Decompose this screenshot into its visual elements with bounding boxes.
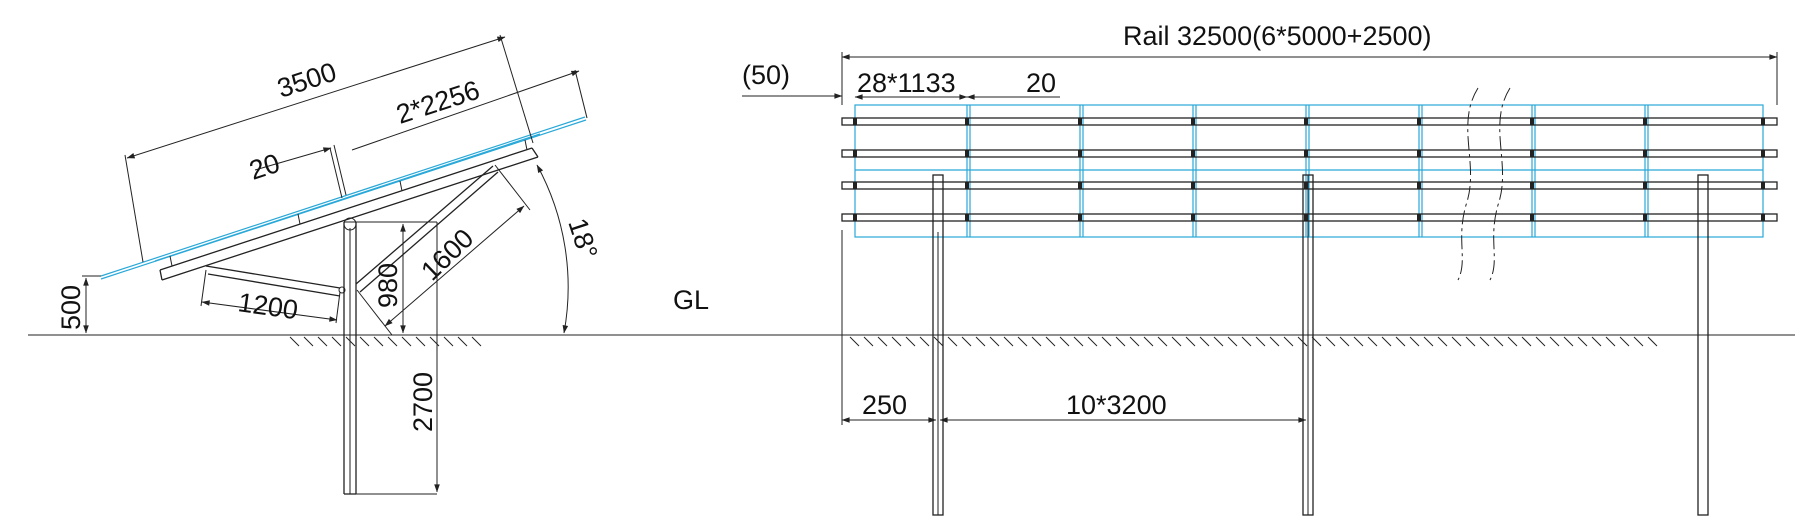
dim-3500	[124, 34, 534, 263]
front-view: Rail 32500(6*5000+2500) (50) 28*1133 20 …	[742, 21, 1778, 516]
dim-label-20-side: 20	[246, 148, 284, 186]
ground-line	[28, 334, 1795, 347]
rail-front-1	[841, 117, 1778, 126]
dim-label-2x2256: 2*2256	[393, 75, 484, 130]
dim-1600	[356, 164, 531, 336]
dim-label-rail-overhang: (50)	[742, 60, 790, 90]
dim-20-side	[254, 144, 347, 199]
break-lines	[1457, 87, 1511, 281]
dim-angle	[536, 164, 569, 334]
dim-label-2700: 2700	[408, 372, 438, 432]
dim-2x2256	[351, 69, 588, 151]
dim-label-1200: 1200	[236, 287, 300, 325]
dim-label-module-spacing: 28*1133	[857, 68, 956, 98]
rail-side	[159, 139, 539, 281]
post-side	[343, 217, 437, 495]
rail-front-2	[841, 149, 1778, 158]
dim-label-500: 500	[56, 285, 86, 330]
ground-label: GL	[673, 285, 709, 315]
dim-500	[82, 275, 101, 334]
dim-label-1600: 1600	[415, 223, 479, 286]
dim-label-rail-total: Rail 32500(6*5000+2500)	[1123, 21, 1432, 51]
dim-label-3500: 3500	[274, 57, 340, 104]
dim-label-980: 980	[373, 263, 403, 308]
side-view: 3500 2*2256 20 1600 1200	[56, 34, 603, 495]
post-front-3	[1697, 174, 1709, 516]
dim-label-post-edge: 250	[862, 390, 907, 420]
dim-label-post-spacing: 10*3200	[1066, 390, 1167, 420]
ground-hatch-right	[849, 336, 1658, 347]
ground-hatch-left	[289, 336, 482, 347]
dim-1200	[200, 269, 341, 324]
dim-label-module-gap-front: 20	[1026, 68, 1056, 98]
rail-front-4	[841, 213, 1778, 222]
dim-label-angle: 18°	[562, 215, 603, 263]
rails-front	[841, 117, 1778, 222]
rail-front-3	[841, 181, 1778, 190]
dim-post-edge	[841, 230, 937, 425]
posts-front	[932, 174, 1709, 516]
dim-980	[356, 221, 437, 334]
module-array-front	[854, 104, 1764, 238]
